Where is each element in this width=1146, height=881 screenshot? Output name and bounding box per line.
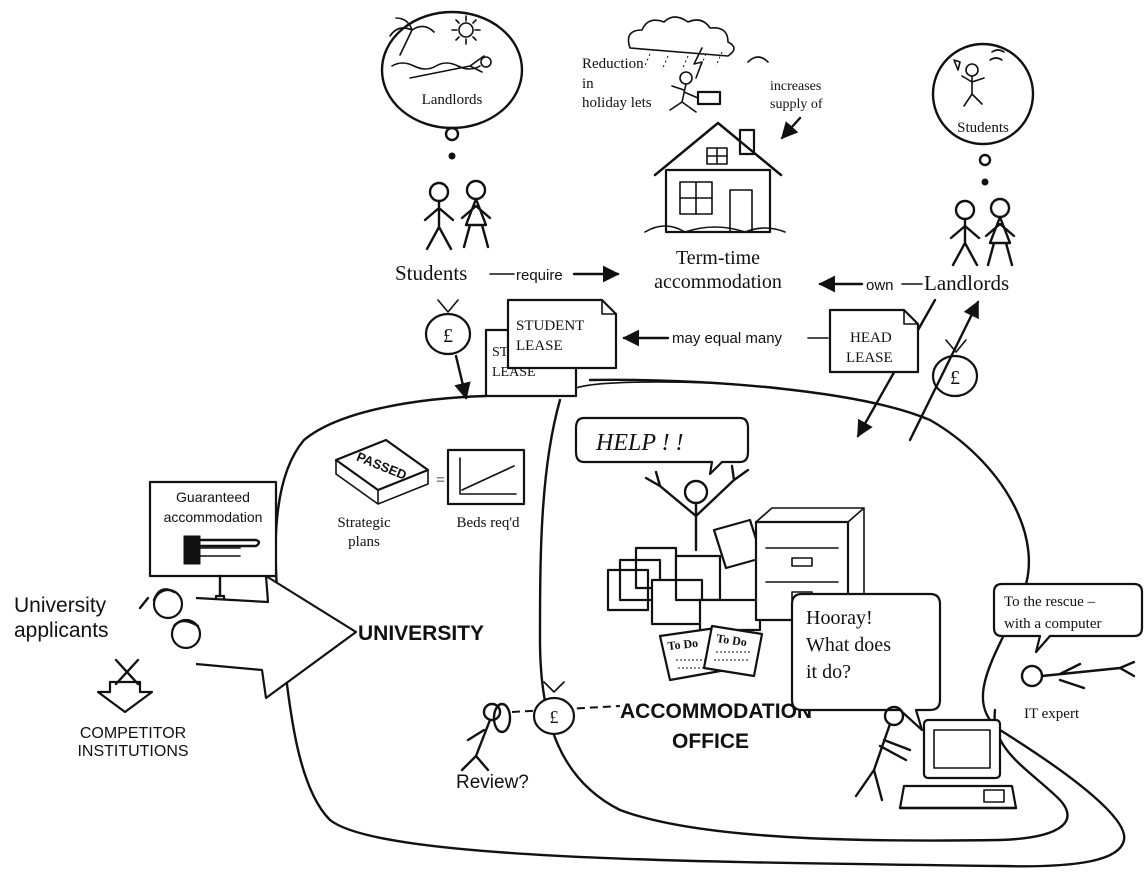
applicant-head-2: [170, 618, 202, 650]
pushing-worker-icon: [854, 705, 912, 802]
university-label: UNIVERSITY: [358, 622, 484, 645]
thought-dot-large-right: [978, 153, 992, 167]
strategic-plans-book-icon: PASSED: [334, 438, 430, 505]
landlords-figures-icon: [949, 197, 1016, 267]
increases-curve: [747, 56, 769, 63]
students-label: Students: [395, 261, 467, 285]
house-label-line2: accommodation: [654, 271, 782, 293]
big-arrow-icon: [195, 574, 358, 700]
landlords-thought-bubble: Landlords: [380, 10, 524, 130]
money-bag-review: £: [532, 681, 576, 736]
money-symbol-review: £: [550, 707, 559, 727]
office-label-line2: OFFICE: [672, 730, 749, 753]
applicants-line2: applicants: [14, 619, 109, 642]
beds-label: Beds req'd: [456, 515, 520, 531]
reduction-line3: holiday lets: [582, 95, 652, 111]
party-student-icon: [953, 49, 1005, 107]
hooray-line1: Hooray!: [806, 607, 873, 629]
sun-icon: [451, 15, 481, 45]
money-symbol-landlords: £: [950, 367, 960, 389]
beds-chart-icon: [446, 448, 526, 506]
office-top-edge: [575, 381, 781, 389]
help-text: HELP ! !: [595, 430, 684, 456]
house-icon: [644, 121, 786, 234]
storm-cloud-icon: [627, 16, 735, 79]
students-figures-icon: [423, 179, 492, 251]
todo-label-2: To Do: [716, 631, 748, 649]
equals-sign: =: [436, 472, 445, 489]
lease-back-line1: ST: [492, 345, 509, 360]
todo-pad-2: To Do: [702, 624, 764, 678]
sign-line2: accommodation: [164, 509, 263, 525]
hooray-line3: it do?: [806, 661, 851, 683]
todo-label-1: To Do: [667, 636, 699, 653]
help-speech-bubble: HELP ! !: [574, 416, 750, 476]
thought-right-label: Students: [957, 120, 1009, 136]
own-label: own: [866, 277, 894, 294]
guaranteed-sign: Guaranteed accommodation: [148, 480, 278, 604]
paper-pile-icon: [606, 518, 764, 632]
hooray-line2: What does: [806, 634, 891, 656]
flying-it-expert-icon: [1020, 660, 1136, 690]
require-label: require: [516, 267, 563, 284]
head-lease-line2: LEASE: [846, 350, 893, 366]
reduction-line2: in: [582, 76, 594, 92]
thought-left-label: Landlords: [422, 92, 483, 108]
students-thought-bubble: Students: [931, 42, 1035, 146]
it-expert-label: IT expert: [1024, 706, 1080, 722]
applicant-head-1: [138, 588, 184, 620]
increases-line2: supply of: [770, 97, 823, 112]
money-bag-landlords: £: [931, 339, 979, 398]
student-lease-line2: LEASE: [516, 338, 563, 354]
strategic-plans-line2: plans: [348, 534, 380, 550]
review-investigator-icon: [460, 702, 512, 772]
overwhelmed-worker-icon: [644, 464, 750, 552]
increases-line1: increases: [770, 79, 821, 94]
student-lease-line1: STUDENT: [516, 318, 584, 334]
office-label-line1: ACCOMMODATION: [620, 700, 812, 723]
sign-line1: Guaranteed: [176, 489, 250, 505]
strategic-plans-line1: Strategic: [337, 515, 391, 531]
thought-dot-small: [448, 152, 456, 160]
rescue-speech-bubble: To the rescue – with a computer: [992, 582, 1144, 654]
computer-icon: [898, 718, 1018, 810]
thought-dot-small-right: [981, 178, 989, 186]
house-label-line1: Term-time: [676, 247, 760, 269]
increases-arrow: [780, 116, 802, 140]
palm-tree-icon: [389, 17, 435, 56]
competitor-line1: COMPETITOR: [80, 725, 186, 742]
review-label: Review?: [456, 772, 529, 793]
sunbather-icon: [391, 55, 492, 79]
hooray-speech-bubble: Hooray! What does it do?: [790, 592, 942, 732]
office-boundary: [538, 398, 1069, 842]
may-equal-label: may equal many: [672, 330, 783, 347]
head-lease-line1: HEAD: [850, 330, 892, 346]
rescue-line2: with a computer: [1004, 616, 1101, 632]
money-symbol-students: £: [443, 325, 453, 347]
student-lease-document: STUDENT LEASE: [506, 298, 618, 370]
thought-dot-large: [444, 126, 460, 142]
competitor-line2: INSTITUTIONS: [77, 743, 188, 760]
head-lease-document: HEAD LEASE: [828, 308, 920, 374]
money-bag-students: £: [424, 299, 472, 356]
landlords-label: Landlords: [924, 271, 1009, 295]
competitor-arrow-icon: [96, 658, 154, 714]
applicants-line1: University: [14, 594, 107, 617]
rescue-line1: To the rescue –: [1004, 594, 1095, 610]
reduction-line1: Reduction: [582, 56, 644, 72]
running-tourist-icon: [669, 71, 722, 113]
students-pay-arrow: [454, 354, 471, 400]
